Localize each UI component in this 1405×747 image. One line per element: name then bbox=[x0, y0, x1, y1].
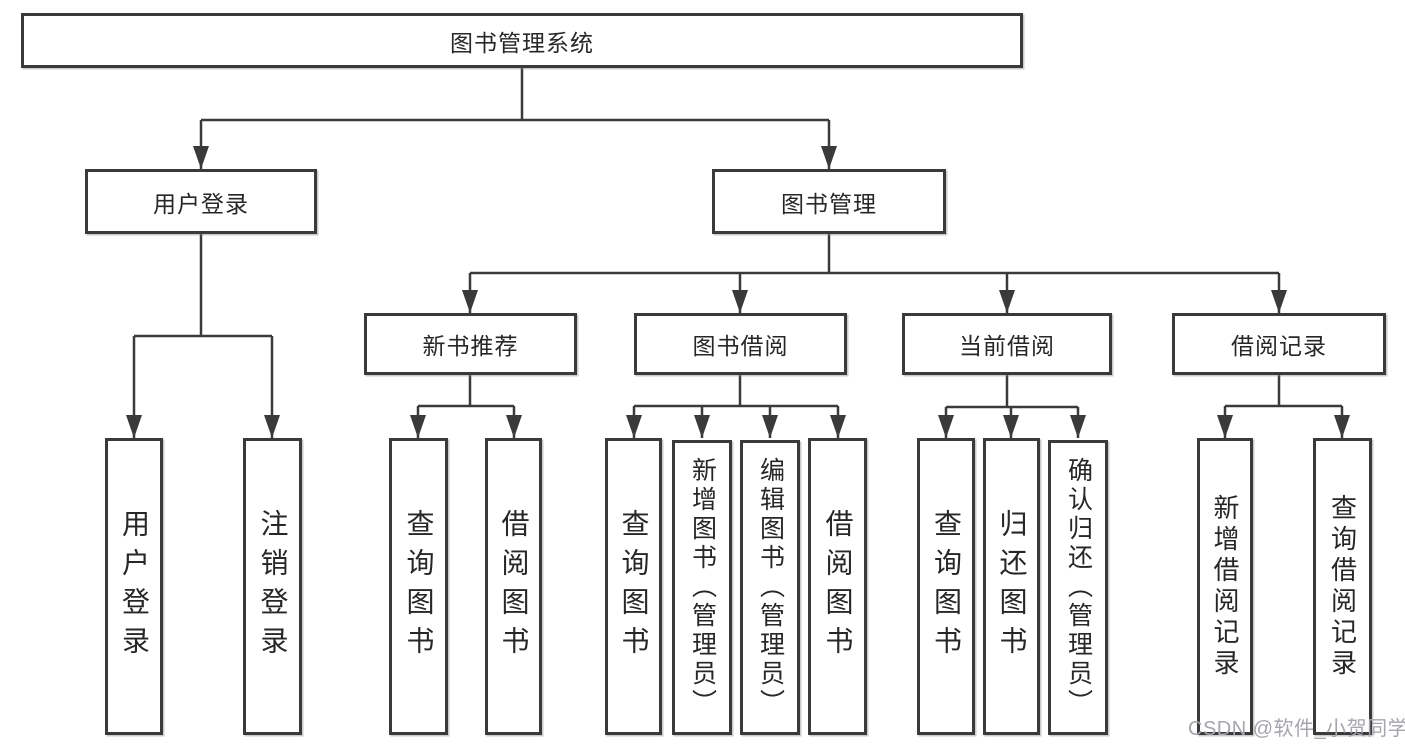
node-label: 借阅图书 bbox=[822, 508, 854, 665]
node-label: 借阅记录 bbox=[1231, 333, 1327, 359]
node-label: 当前借阅 bbox=[959, 333, 1055, 359]
node-label: 查询借阅记录 bbox=[1327, 493, 1358, 680]
node-label: 图书管理 bbox=[781, 190, 877, 217]
node-borrow-records: 借阅记录 bbox=[1172, 313, 1386, 375]
node-label: 注销登录 bbox=[257, 508, 289, 665]
leaf-nbr-query-books: 查询图书 bbox=[389, 438, 448, 735]
node-label: 归还图书 bbox=[996, 508, 1028, 665]
leaf-cb-confirm-return: 确认归还（管理员） bbox=[1048, 440, 1108, 735]
node-label: 新书推荐 bbox=[422, 333, 519, 359]
leaf-bb-query-books: 查询图书 bbox=[605, 438, 662, 735]
node-label: 查询图书 bbox=[403, 508, 435, 665]
node-label: 用户登录 bbox=[119, 508, 150, 665]
node-label: 查询图书 bbox=[931, 508, 962, 665]
leaf-br-add-record: 新增借阅记录 bbox=[1197, 438, 1253, 735]
leaf-logout: 注销登录 bbox=[243, 438, 302, 735]
node-label: 新增图书（管理员） bbox=[688, 457, 717, 718]
csdn-watermark: CSDN @软件_小贺同学 bbox=[1188, 718, 1405, 740]
node-book-mgmt: 图书管理 bbox=[712, 169, 946, 234]
node-label: 查询图书 bbox=[618, 508, 650, 665]
leaf-cb-query-books: 查询图书 bbox=[917, 438, 975, 735]
node-label: 图书管理系统 bbox=[450, 29, 594, 56]
node-label: 编辑图书（管理员） bbox=[756, 457, 785, 718]
leaf-cb-return-books: 归还图书 bbox=[983, 438, 1040, 735]
node-current-borrow: 当前借阅 bbox=[902, 313, 1112, 375]
node-label: 新增借阅记录 bbox=[1210, 493, 1240, 680]
leaf-bb-add-books: 新增图书（管理员） bbox=[672, 440, 732, 735]
node-label: 确认归还（管理员） bbox=[1064, 457, 1093, 718]
node-new-book-rec: 新书推荐 bbox=[364, 313, 577, 375]
node-label: 图书借阅 bbox=[692, 333, 789, 359]
leaf-nbr-borrow-books: 借阅图书 bbox=[485, 438, 542, 735]
node-book-borrow: 图书借阅 bbox=[634, 313, 847, 375]
leaf-bb-edit-books: 编辑图书（管理员） bbox=[740, 440, 800, 735]
node-user-login: 用户登录 bbox=[85, 169, 317, 234]
leaf-user-login: 用户登录 bbox=[105, 438, 163, 735]
leaf-br-query-record: 查询借阅记录 bbox=[1313, 438, 1372, 735]
node-root: 图书管理系统 bbox=[21, 13, 1023, 68]
node-label: 借阅图书 bbox=[498, 508, 530, 665]
node-label: 用户登录 bbox=[153, 190, 249, 217]
leaf-bb-borrow-books: 借阅图书 bbox=[808, 438, 867, 735]
